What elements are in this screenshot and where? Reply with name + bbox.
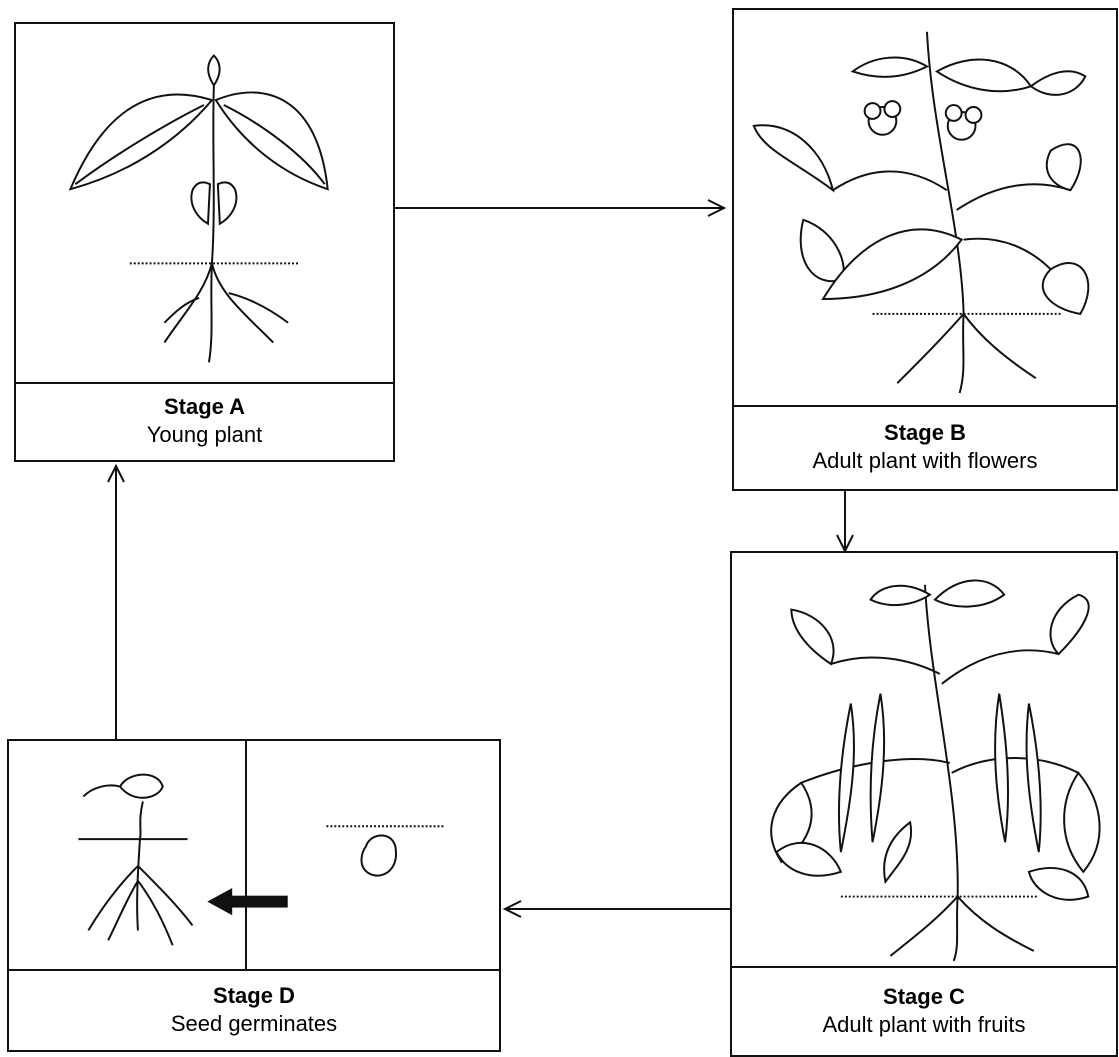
stage-b-caption: Stage B Adult plant with flowers [734, 405, 1116, 489]
stage-description: Young plant [147, 421, 262, 449]
stage-d-caption: Stage D Seed germinates [9, 969, 499, 1050]
stage-description: Adult plant with fruits [823, 1011, 1026, 1039]
germination-direction-arrow [209, 890, 286, 914]
stage-title: Stage B [884, 419, 966, 447]
stage-c-panel: Stage C Adult plant with fruits [730, 551, 1118, 1057]
seed-in-soil-illustration [326, 826, 445, 875]
stage-c-caption: Stage C Adult plant with fruits [732, 966, 1116, 1055]
germinating-seedling-illustration [78, 775, 192, 946]
flowering-plant-illustration [734, 10, 1116, 407]
stage-title: Stage C [883, 983, 965, 1011]
stage-d-divider [245, 741, 247, 969]
stage-d-illustration [9, 741, 499, 971]
stage-a-panel: Stage A Young plant [14, 22, 395, 462]
stage-description: Adult plant with flowers [813, 447, 1038, 475]
young-plant-illustration [16, 24, 393, 384]
stage-title: Stage D [213, 982, 295, 1010]
stage-a-caption: Stage A Young plant [16, 382, 393, 460]
fruiting-plant-illustration [732, 553, 1116, 968]
stage-b-panel: Stage B Adult plant with flowers [732, 8, 1118, 491]
stage-d-panel: Stage D Seed germinates [7, 739, 501, 1052]
stage-title: Stage A [164, 393, 245, 421]
stage-description: Seed germinates [171, 1010, 337, 1038]
